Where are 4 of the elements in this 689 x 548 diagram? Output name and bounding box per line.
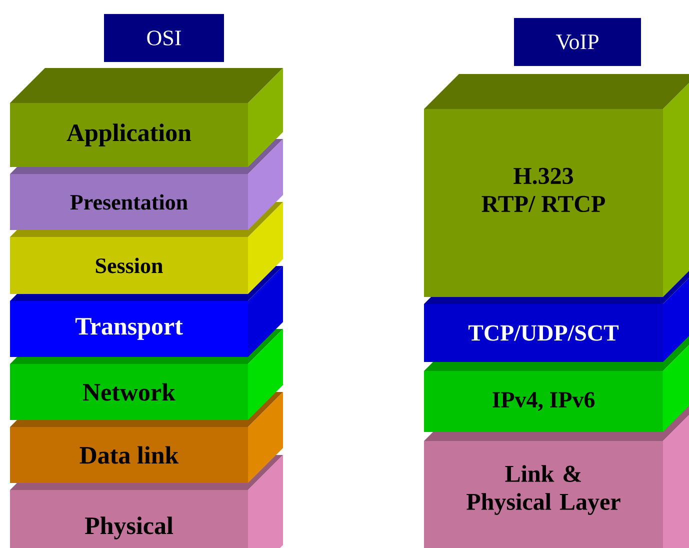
header-box: VoIP	[514, 18, 641, 66]
layer-block: H.323 RTP/ RTCP	[424, 74, 689, 297]
header-box: OSI	[104, 14, 224, 62]
layer-block: Application	[10, 68, 283, 167]
